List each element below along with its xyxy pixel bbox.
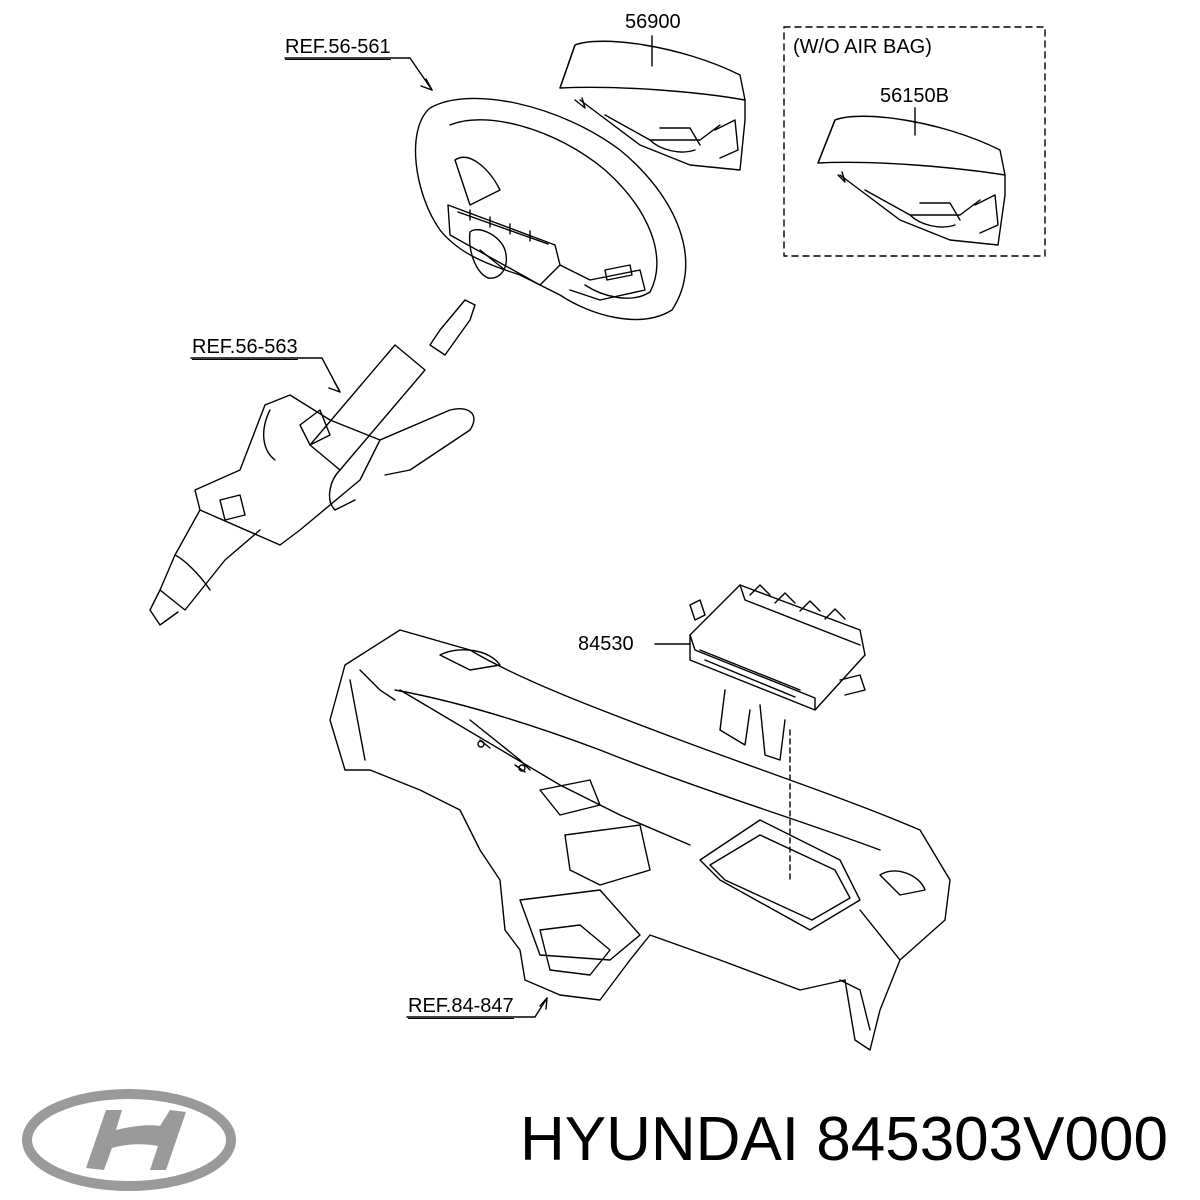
exploded-parts-drawing: [149, 26, 1046, 1051]
callout-part-56150b: 56150B: [880, 85, 949, 107]
callout-part-84530: 84530: [578, 633, 634, 655]
crash-pad-drawing: [329, 629, 951, 1051]
steering-wheel-drawing: [414, 97, 687, 321]
hyundai-logo-icon: [22, 1089, 236, 1191]
steering-column-drawing: [149, 299, 476, 626]
callout-ref-56-561: REF.56-561: [285, 36, 391, 60]
callout-part-56900: 56900: [625, 11, 681, 33]
callout-ref-84-847: REF.84-847: [408, 995, 514, 1019]
callout-ref-56-563: REF.56-563: [192, 336, 298, 360]
leader-lines: [190, 35, 916, 1018]
passenger-airbag-drawing: [689, 584, 866, 881]
option-dashed-box: [783, 26, 1046, 257]
brand-part-number: HYUNDAI 845303V000: [520, 1105, 1168, 1174]
horn-cover-drawing: [817, 115, 1006, 246]
callout-wo-air-bag: (W/O AIR BAG): [793, 36, 932, 58]
driver-airbag-drawing: [559, 40, 746, 171]
